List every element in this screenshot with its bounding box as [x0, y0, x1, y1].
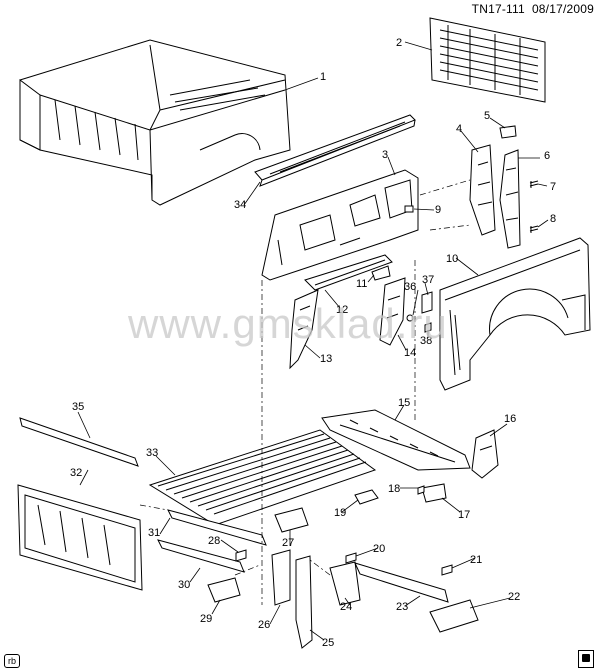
part-brace-left: [289, 289, 319, 370]
callout-27: 27: [282, 537, 294, 549]
part-rivet: [424, 322, 432, 333]
callout-28: 28: [208, 535, 220, 547]
part-side-sill: [354, 562, 449, 603]
part-rear-sill: [157, 539, 245, 573]
callout-13: 13: [320, 353, 332, 365]
callout-9: 9: [435, 204, 441, 216]
part-corner-bracket: [471, 429, 499, 479]
callout-15: 15: [398, 397, 410, 409]
callout-26: 26: [258, 619, 270, 631]
callout-36: 36: [404, 281, 416, 293]
part-rear-corner-support: [207, 577, 241, 603]
callout-7: 7: [550, 181, 556, 193]
callout-19: 19: [334, 507, 346, 519]
part-screw: [417, 485, 425, 495]
callout-24: 24: [340, 601, 352, 613]
callout-22: 22: [508, 591, 520, 603]
part-bolt-lower: [529, 225, 539, 233]
diagram-date: 08/17/2009: [531, 2, 594, 16]
diagram-header: TN17-111 08/17/2009: [472, 2, 594, 16]
part-vertical-post: [271, 549, 291, 606]
brand-logo-icon: [578, 650, 594, 668]
part-gusset: [371, 265, 391, 281]
part-nut: [404, 205, 414, 213]
part-brace-right: [379, 277, 406, 346]
part-stud-left: [345, 552, 357, 564]
callout-2: 2: [396, 37, 402, 49]
leader-lines: [77, 41, 549, 641]
callout-34: 34: [234, 199, 246, 211]
part-bracket-small: [499, 125, 517, 139]
part-wheelhouse-bracket: [304, 254, 393, 291]
part-rail-cap: [254, 114, 416, 187]
part-front-pillar: [469, 144, 496, 236]
callout-11: 11: [356, 278, 367, 290]
part-pickup-box: [19, 39, 291, 206]
callout-5: 5: [484, 110, 490, 122]
callout-38: 38: [420, 335, 432, 347]
callout-20: 20: [373, 543, 385, 555]
callout-21: 21: [470, 554, 482, 566]
part-front-panel: [429, 17, 546, 103]
part-sill-end: [329, 561, 361, 606]
assembly-guide-lines: [139, 179, 471, 605]
callout-3: 3: [382, 149, 388, 161]
part-rear-corner: [429, 599, 479, 633]
part-sill-bracket: [421, 483, 447, 503]
callout-18: 18: [388, 483, 400, 495]
part-tailgate: [17, 484, 143, 591]
diagram-code: TN17-111: [471, 2, 525, 16]
callout-16: 16: [504, 413, 516, 425]
callout-17: 17: [458, 509, 470, 521]
callout-37: 37: [422, 274, 434, 286]
callout-31: 31: [148, 527, 160, 539]
callout-12: 12: [336, 304, 348, 316]
callout-6: 6: [544, 150, 550, 162]
watermark-text: www.gmsklad.ru: [128, 300, 448, 347]
part-bracket-tab: [421, 291, 433, 314]
part-small-clip: [235, 549, 247, 562]
part-outer-side-panel: [439, 237, 591, 391]
callout-25: 25: [322, 637, 334, 649]
part-rear-rail-strip: [19, 417, 139, 467]
part-stud-right: [441, 564, 453, 576]
part-bracket-vertical: [499, 149, 521, 249]
part-inner-panel: [261, 169, 419, 281]
rb-badge: rb: [4, 654, 21, 668]
part-clip: [406, 314, 414, 322]
part-long-stake: [295, 555, 313, 649]
callout-35: 35: [72, 401, 84, 413]
callout-29: 29: [200, 613, 212, 625]
callout-labels: 1 2 3 4 5 6 7 8 9 10 11 12 13 14 15 16 1…: [70, 37, 556, 649]
callout-4: 4: [456, 123, 462, 135]
callout-8: 8: [550, 213, 556, 225]
part-bolt-upper: [529, 180, 539, 188]
part-short-crossmember: [274, 507, 309, 533]
callout-14: 14: [404, 347, 416, 359]
callout-32: 32: [70, 467, 82, 479]
callout-30: 30: [178, 579, 190, 591]
part-long-sill: [167, 509, 267, 546]
callout-33: 33: [146, 447, 158, 459]
callout-1: 1: [320, 71, 326, 83]
part-floor-plate: [354, 489, 379, 505]
callout-10: 10: [446, 253, 458, 265]
callout-23: 23: [396, 601, 408, 613]
part-front-crossmember: [321, 409, 471, 471]
